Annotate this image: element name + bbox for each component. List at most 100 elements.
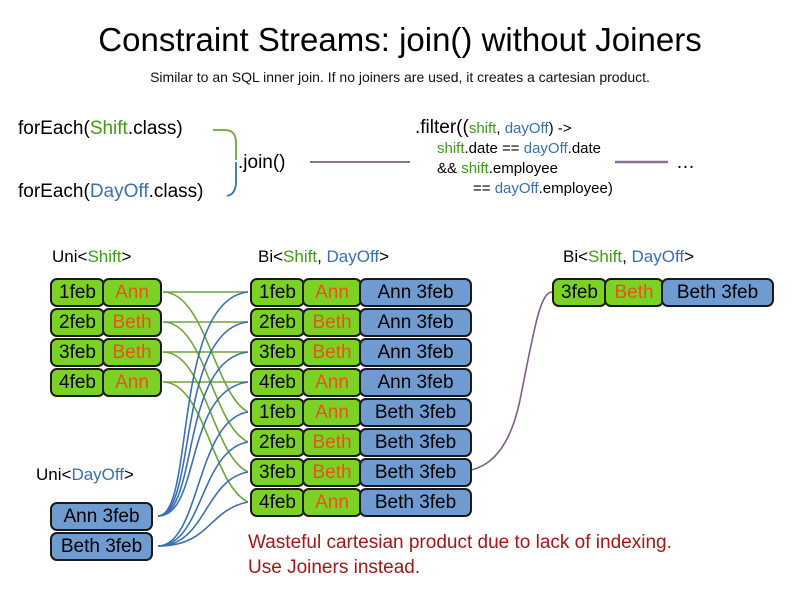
uni-shift-type: Shift: [87, 247, 122, 266]
filter-line-4: == dayOff.employee): [415, 179, 613, 199]
bi-join-pair-cell: Beth 3feb: [359, 458, 472, 487]
bi-join-pair-cell: Beth 3feb: [359, 428, 472, 457]
bi-join-type2: DayOff: [326, 247, 380, 266]
filter-l3-shift: shift: [461, 160, 489, 177]
filter-l1-dayoff: dayOff: [504, 120, 549, 137]
foreach-dayoff-prefix: forEach(: [18, 181, 90, 202]
code-join-call: .join(): [238, 152, 286, 173]
wire-dayoff-to-join: [226, 162, 237, 197]
uni-shift-employee-cell: Beth: [102, 338, 162, 367]
filter-l3-a: &&: [437, 160, 462, 177]
bi-join-pair-cell: Ann 3feb: [359, 278, 472, 307]
bi-filtered-pair-cell: Beth 3feb: [661, 278, 774, 307]
uni-dayoff-type: DayOff: [71, 465, 125, 484]
uni-shift-date-cell: 1feb: [50, 278, 105, 307]
bi-filtered-employee-cell: Beth: [604, 278, 664, 307]
header-bi-filtered: Bi<Shift, DayOff>: [563, 246, 694, 268]
bi-join-pair-cell: Beth 3feb: [359, 488, 472, 517]
filter-line-1: .filter((shift, dayOff) ->: [415, 118, 613, 139]
uni-shift-employee-cell: Beth: [102, 308, 162, 337]
uni-shift-employee-cell: Ann: [102, 368, 162, 397]
bi-join-date-cell: 1feb: [250, 398, 305, 427]
bi-filtered-type1: Shift: [588, 247, 623, 266]
slide-title: Constraint Streams: join() without Joine…: [98, 21, 702, 58]
filter-l3-b: .employee: [488, 160, 558, 177]
foreach-shift-suffix: .class): [127, 118, 183, 139]
warning-line-2: Use Joiners instead.: [248, 557, 421, 578]
bi-filtered-comma: ,: [622, 247, 632, 266]
wires-dayoff-to-bi: [157, 291, 249, 547]
bi-join-date-cell: 4feb: [250, 368, 305, 397]
uni-shift-date-cell: 4feb: [50, 368, 105, 397]
bi-join-employee-cell: Ann: [302, 488, 362, 517]
code-foreach-dayoff: forEach(DayOff.class): [18, 180, 204, 204]
uni-shift-suffix: >: [121, 247, 132, 266]
bi-join-employee-cell: Ann: [302, 278, 362, 307]
bi-join-employee-cell: Beth: [302, 458, 362, 487]
bi-join-comma: ,: [317, 247, 327, 266]
filter-line-3: && shift.employee: [415, 159, 613, 179]
foreach-shift-prefix: forEach(: [18, 118, 90, 139]
bi-join-pair-cell: Beth 3feb: [359, 398, 472, 427]
filter-l2-b: .date: [567, 140, 602, 157]
uni-dayoff-row: Beth 3feb: [50, 532, 153, 561]
bi-join-employee-cell: Beth: [302, 428, 362, 457]
slide-subtitle: Similar to an SQL inner join. If no join…: [150, 69, 650, 85]
wires-shift-to-bi: [162, 291, 249, 503]
code-foreach-shift: forEach(Shift.class): [18, 117, 183, 141]
bi-join-pair-cell: Ann 3feb: [359, 368, 472, 397]
filter-l1-comma: ,: [496, 120, 505, 137]
filter-l4-b: .employee): [538, 180, 613, 197]
bi-filtered-date-cell: 3feb: [552, 278, 607, 307]
wire-shift-to-join: [213, 129, 237, 160]
uni-dayoff-pair-cell: Beth 3feb: [50, 532, 153, 561]
bi-join-suffix: >: [379, 247, 390, 266]
filter-l1-shift: shift: [468, 120, 497, 137]
warning-text: Wasteful cartesian product due to lack o…: [248, 530, 672, 580]
uni-shift-date-cell: 2feb: [50, 308, 105, 337]
bi-join-date-cell: 2feb: [250, 308, 305, 337]
uni-shift-prefix: Uni<: [52, 247, 88, 266]
bi-join-date-cell: 4feb: [250, 488, 305, 517]
bi-filtered-type2: DayOff: [631, 247, 685, 266]
bi-join-pair-cell: Ann 3feb: [359, 308, 472, 337]
filter-l2-dayoff: dayOff: [523, 140, 568, 157]
uni-dayoff-prefix: Uni<: [36, 465, 72, 484]
foreach-dayoff-suffix: .class): [148, 181, 204, 202]
warning-line-1: Wasteful cartesian product due to lack o…: [248, 532, 672, 553]
filter-l2-a: .date ==: [464, 140, 524, 157]
bi-join-employee-cell: Ann: [302, 398, 362, 427]
bi-join-date-cell: 3feb: [250, 458, 305, 487]
foreach-dayoff-type: DayOff: [89, 181, 149, 202]
bi-join-employee-cell: Beth: [302, 308, 362, 337]
bi-join-pair-cell: Ann 3feb: [359, 338, 472, 367]
bi-join-date-cell: 3feb: [250, 338, 305, 367]
uni-dayoff-row: Ann 3feb: [50, 502, 153, 531]
bi-join-employee-cell: Ann: [302, 368, 362, 397]
bi-join-date-cell: 2feb: [250, 428, 305, 457]
header-uni-shift: Uni<Shift>: [52, 246, 131, 268]
foreach-shift-type: Shift: [89, 118, 128, 139]
pipeline-ellipsis: …: [676, 152, 697, 173]
filter-keyword: .filter((: [415, 117, 469, 138]
code-filter-block: .filter((shift, dayOff) -> shift .date ==…: [415, 118, 613, 199]
bi-join-employee-cell: Beth: [302, 338, 362, 367]
uni-shift-employee-cell: Ann: [102, 278, 162, 307]
filter-l4-a: ==: [473, 180, 495, 197]
header-uni-dayoff: Uni<DayOff>: [36, 464, 134, 486]
bi-filtered-suffix: >: [684, 247, 695, 266]
bi-join-type1: Shift: [283, 247, 318, 266]
uni-dayoff-suffix: >: [124, 465, 134, 484]
